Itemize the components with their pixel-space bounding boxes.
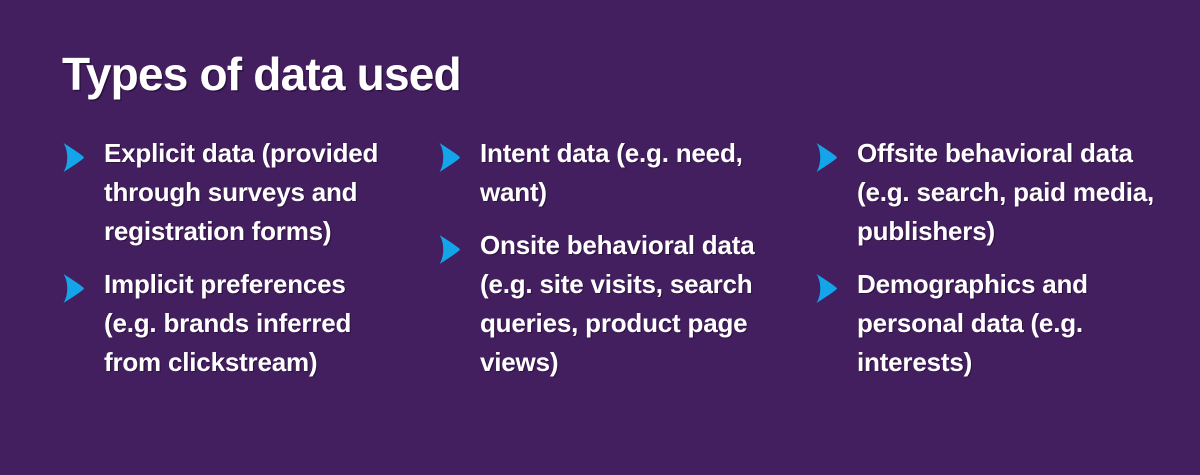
list-item: Explicit data (provided through surveys … [62, 134, 392, 251]
list-item-label: Demographics and personal data (e.g. int… [857, 269, 1088, 377]
list-item-label: Intent data (e.g. need, want) [480, 138, 743, 207]
chevron-right-arrow-icon [439, 143, 460, 172]
chevron-right-arrow-icon [63, 143, 84, 172]
chevron-right-arrow-icon [439, 235, 460, 264]
list-item: Offsite behavioral data (e.g. search, pa… [815, 134, 1160, 251]
bullet-column-1: Explicit data (provided through surveys … [62, 134, 392, 396]
list-item-label: Implicit preferences (e.g. brands inferr… [104, 269, 352, 377]
bullet-column-3: Offsite behavioral data (e.g. search, pa… [815, 134, 1160, 396]
list-item: Demographics and personal data (e.g. int… [815, 265, 1160, 382]
list-item-label: Onsite behavioral data (e.g. site visits… [480, 230, 755, 377]
chevron-right-arrow-icon [816, 274, 837, 303]
list-item-label: Explicit data (provided through surveys … [104, 138, 379, 246]
bullet-column-2: Intent data (e.g. need, want) Onsite beh… [438, 134, 778, 396]
chevron-right-arrow-icon [63, 274, 84, 303]
list-item: Intent data (e.g. need, want) [438, 134, 778, 212]
bullet-columns: Explicit data (provided through surveys … [0, 134, 1200, 464]
chevron-right-arrow-icon [816, 143, 837, 172]
list-item: Onsite behavioral data (e.g. site visits… [438, 226, 778, 382]
list-item-label: Offsite behavioral data (e.g. search, pa… [857, 138, 1154, 246]
page-title: Types of data used [62, 48, 462, 100]
list-item: Implicit preferences (e.g. brands inferr… [62, 265, 392, 382]
